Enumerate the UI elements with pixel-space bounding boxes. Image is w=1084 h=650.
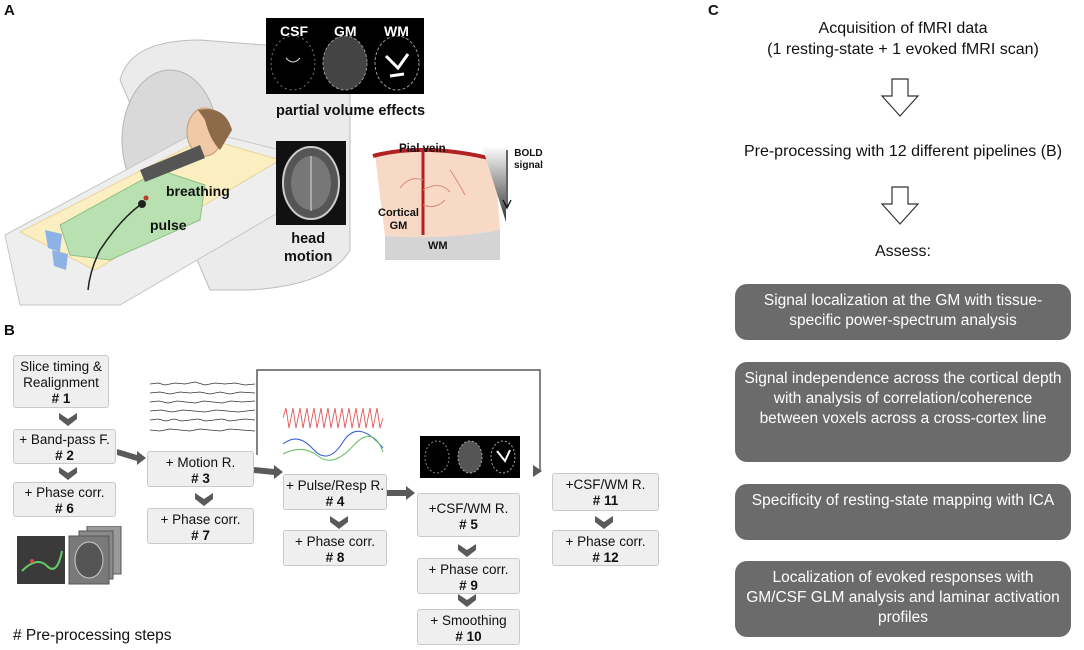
step-1-label: Slice timing & Realignment — [20, 359, 102, 390]
tissue-strip-drawing — [424, 440, 516, 474]
breathing-label: breathing — [166, 183, 230, 199]
step-4-number: # 4 — [325, 494, 345, 509]
step-8-label: + Phase corr. — [295, 534, 375, 549]
step-2-box: + Band-pass F. # 2 — [13, 429, 116, 464]
assess-label: Assess: — [874, 243, 931, 260]
step-1-number: # 1 — [51, 391, 71, 406]
step-8-number: # 8 — [325, 550, 345, 565]
step-3-number: # 3 — [191, 471, 210, 486]
step-5-box: +CSF/WM R. # 5 — [417, 493, 520, 537]
step-4-label: + Pulse/Resp R. — [286, 478, 384, 493]
pipeline-arrows — [117, 369, 542, 500]
step-7-label: + Phase corr. — [160, 512, 241, 527]
step-9-number: # 9 — [459, 578, 478, 593]
step-5-number: # 5 — [459, 517, 478, 532]
pial-vein-label: Pial vein — [399, 143, 446, 155]
step-3-label: + Motion R. — [165, 455, 236, 470]
cortex-diagram — [372, 147, 500, 260]
chevron-down-icon — [458, 544, 476, 557]
head-motion-label: head motion — [284, 231, 333, 265]
preprocessing-text: Pre-processing with 12 different pipelin… — [743, 143, 1063, 160]
step-1-box: Slice timing & Realignment # 1 — [13, 355, 109, 408]
down-arrow-icon — [880, 186, 920, 225]
assessment-2: Signal independence across the cortical … — [735, 362, 1071, 462]
chevron-down-icon — [458, 594, 476, 607]
step-6-label: + Phase corr. — [24, 485, 105, 500]
tissue-maps-drawing — [270, 35, 420, 91]
chevron-down-icon — [595, 516, 613, 529]
chevron-down-icon — [195, 493, 213, 506]
step-12-box: + Phase corr. # 12 — [552, 530, 659, 566]
cortical-gm-label: Cortical GM — [378, 207, 419, 232]
step-12-number: # 12 — [592, 550, 619, 565]
chevron-down-icon — [59, 413, 77, 426]
step-3-box: + Motion R. # 3 — [147, 451, 254, 487]
bold-signal-label: BOLD signal — [514, 148, 543, 171]
tissue-label-gm: GM — [334, 23, 357, 39]
step-11-label: +CSF/WM R. — [565, 477, 646, 492]
motion-traces-plot — [150, 381, 255, 432]
tissue-label-wm: WM — [384, 23, 409, 39]
step-5-label: +CSF/WM R. — [428, 501, 509, 516]
phase-correction-thumbnails — [17, 526, 122, 585]
physio-traces-plot — [283, 407, 384, 461]
tissue-label-csf: CSF — [280, 23, 308, 39]
step-10-number: # 10 — [455, 629, 482, 644]
step-7-box: + Phase corr. # 7 — [147, 508, 254, 544]
step-9-box: + Phase corr. # 9 — [417, 558, 520, 594]
chevron-down-icon — [59, 467, 77, 480]
pipeline-legend: # Pre-processing steps — [13, 627, 172, 644]
step-6-number: # 6 — [55, 501, 74, 516]
tissue-strip — [420, 436, 520, 478]
step-2-label: + Band-pass F. — [19, 432, 110, 447]
chevron-down-icon — [330, 516, 348, 529]
step-12-label: + Phase corr. — [565, 534, 646, 549]
tissue-maps-panel: CSF GM WM — [266, 18, 424, 94]
step-10-label: + Smoothing — [430, 613, 507, 628]
partial-volume-label: partial volume effects — [276, 103, 426, 119]
panel-c-letter: C — [708, 2, 719, 19]
step-4-box: + Pulse/Resp R. # 4 — [283, 474, 387, 510]
panel-a-letter: A — [4, 2, 15, 19]
step-2-number: # 2 — [55, 448, 74, 463]
head-motion-brain-drawing — [282, 146, 340, 220]
down-arrow-icon — [880, 78, 920, 117]
step-11-number: # 11 — [592, 493, 619, 508]
wm-label: WM — [428, 240, 448, 252]
step-9-label: + Phase corr. — [428, 562, 509, 577]
pulse-label: pulse — [150, 217, 187, 233]
panel-b-letter: B — [4, 322, 15, 339]
bold-signal-arrow-icon — [502, 150, 512, 210]
step-8-box: + Phase corr. # 8 — [283, 530, 387, 566]
head-motion-mri — [276, 141, 346, 225]
assessment-1: Signal localization at the GM with tissu… — [735, 284, 1071, 340]
assessment-4: Localization of evoked responses with GM… — [735, 561, 1071, 637]
bold-signal-gradient — [482, 146, 506, 222]
assessment-3: Specificity of resting-state mapping wit… — [735, 484, 1071, 540]
step-6-box: + Phase corr. # 6 — [13, 482, 116, 517]
step-7-number: # 7 — [191, 528, 210, 543]
step-10-box: + Smoothing # 10 — [417, 609, 520, 645]
step-11-box: +CSF/WM R. # 11 — [552, 473, 659, 511]
acquisition-text: Acquisition of fMRI data (1 resting-stat… — [767, 20, 1039, 58]
mri-scanner-illustration — [4, 39, 351, 306]
